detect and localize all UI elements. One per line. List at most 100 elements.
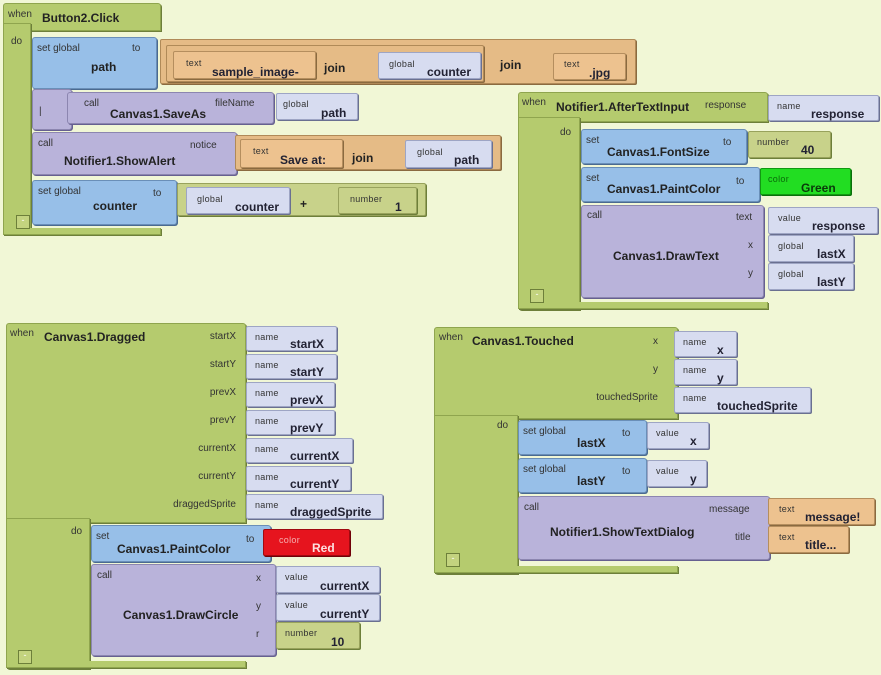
global-var-block[interactable]: global path [276,93,358,120]
set-global-label: set global [38,186,81,197]
text-block[interactable]: text sample_image- [173,51,316,79]
collapse-button[interactable]: - [16,215,30,229]
set-canvas-fontsize-block[interactable]: set to Canvas1.FontSize [581,129,747,164]
param-value: y [717,371,724,385]
param-value: prevX [290,393,324,407]
call-canvas-saveas[interactable]: call fileName Canvas1.SaveAs [67,92,274,124]
value-block[interactable]: value currentY [276,594,380,621]
call-notifier-showalert[interactable]: call notice Notifier1.ShowAlert [32,132,237,175]
param-label: prevY [209,415,236,426]
param-label: startY [209,359,236,370]
param-name-block[interactable]: name startX [246,326,337,351]
value-block[interactable]: value y [647,460,707,487]
set-canvas-paintcolor-block[interactable]: set to Canvas1.PaintColor [91,525,271,562]
to-label: to [723,137,732,148]
param-name-block[interactable]: name prevX [246,382,335,407]
to-label: to [736,176,745,187]
param-label: r [256,629,260,640]
event-notifier-aftertextinput[interactable]: when Notifier1.AfterTextInput response d… [518,92,768,310]
type-label: global [389,59,415,69]
event-header[interactable] [434,327,678,419]
value-block[interactable]: value x [647,422,709,449]
color-value: Green [801,181,836,195]
global-var-block[interactable]: global path [405,140,492,168]
color-block-green[interactable]: color Green [760,168,851,195]
join-label: join [352,151,374,165]
text-block[interactable]: text .jpg [553,53,626,80]
method-name: Notifier1.ShowTextDialog [550,525,695,539]
property-name: Canvas1.PaintColor [607,182,721,196]
call-canvas-drawtext[interactable]: call Canvas1.DrawText text x y [581,205,764,298]
param-name-block[interactable]: name currentY [246,466,351,491]
collapse-button[interactable]: - [18,650,32,664]
value-text: y [690,472,697,486]
value-block[interactable]: value response [768,207,878,234]
param-name-block[interactable]: name y [674,359,737,385]
type-label: name [255,472,279,482]
collapse-button[interactable]: - [446,553,460,567]
param-name-block[interactable]: name startY [246,354,337,379]
set-global-lasty-block[interactable]: set global to lastY [518,458,647,493]
param-name-block[interactable]: name touchedSprite [674,387,811,413]
text-block[interactable]: text title... [768,526,849,553]
type-label: value [656,428,680,438]
to-label: to [153,188,162,199]
param-label: x [256,573,261,584]
number-block[interactable]: number 1 [338,187,417,214]
text-block[interactable]: text Save at: [240,139,343,168]
collapse-button[interactable]: - [530,289,544,303]
text-value: message! [805,510,861,524]
type-label: color [279,535,301,545]
call-notifier-showtextdialog[interactable]: call Notifier1.ShowTextDialog message ti… [518,496,770,560]
property-name: Canvas1.PaintColor [117,542,231,556]
event-footer [434,566,678,573]
call-label: call [524,502,540,513]
type-label: number [285,628,318,638]
param-value: startX [290,337,325,351]
text-block[interactable]: text message! [768,498,875,525]
type-label: color [768,174,790,184]
do-label: do [560,127,572,138]
text-value: title... [805,538,837,552]
type-label: name [683,337,707,347]
set-global-counter-block[interactable]: set global to counter [32,180,177,225]
event-canvas-touched[interactable]: when Canvas1.Touched x y touchedSprite d… [434,327,678,574]
event-canvas-dragged[interactable]: when Canvas1.Dragged startX startY prevX… [6,323,246,669]
param-value: touchedSprite [717,399,798,413]
value-text: currentY [320,607,370,621]
call-canvas-drawcircle[interactable]: call Canvas1.DrawCircle x y r [91,564,276,656]
type-label: value [285,600,309,610]
type-label: global [778,241,804,251]
param-value: prevY [290,421,324,435]
param-name-block[interactable]: name draggedSprite [246,494,383,519]
global-var-block[interactable]: global counter [378,52,481,79]
global-var-block[interactable]: global counter [186,187,290,214]
number-block[interactable]: number 40 [748,131,831,158]
global-var-block[interactable]: global lastY [768,263,854,290]
number-block[interactable]: number 10 [276,622,360,649]
var-value: counter [235,200,280,214]
set-global-lastx-block[interactable]: set global to lastX [518,420,647,455]
set-global-path-block[interactable]: set global to path [32,37,157,89]
param-label: y [748,268,753,279]
global-var-block[interactable]: global lastX [768,235,854,262]
param-label: currentX [198,443,236,454]
param-label: prevX [209,387,236,398]
param-value: startY [290,365,325,379]
set-canvas-paintcolor-block[interactable]: set to Canvas1.PaintColor [581,167,760,202]
var-value: path [321,106,347,120]
event-header[interactable] [6,323,246,523]
param-name-block[interactable]: name prevY [246,410,335,435]
color-block-red[interactable]: color Red [263,529,350,556]
to-label: to [246,534,255,545]
event-button2-click[interactable]: when Button2.Click do - [3,3,161,235]
param-name-block[interactable]: name x [674,331,737,357]
do-label: do [71,526,83,537]
param-name-block[interactable]: name currentX [246,438,353,463]
param-name-block[interactable]: name response [768,95,879,121]
join-label: join [500,58,522,72]
var-value: lastX [817,247,846,261]
value-block[interactable]: value currentX [276,566,380,593]
param-value: currentX [290,449,340,463]
number-value: 40 [801,143,815,157]
